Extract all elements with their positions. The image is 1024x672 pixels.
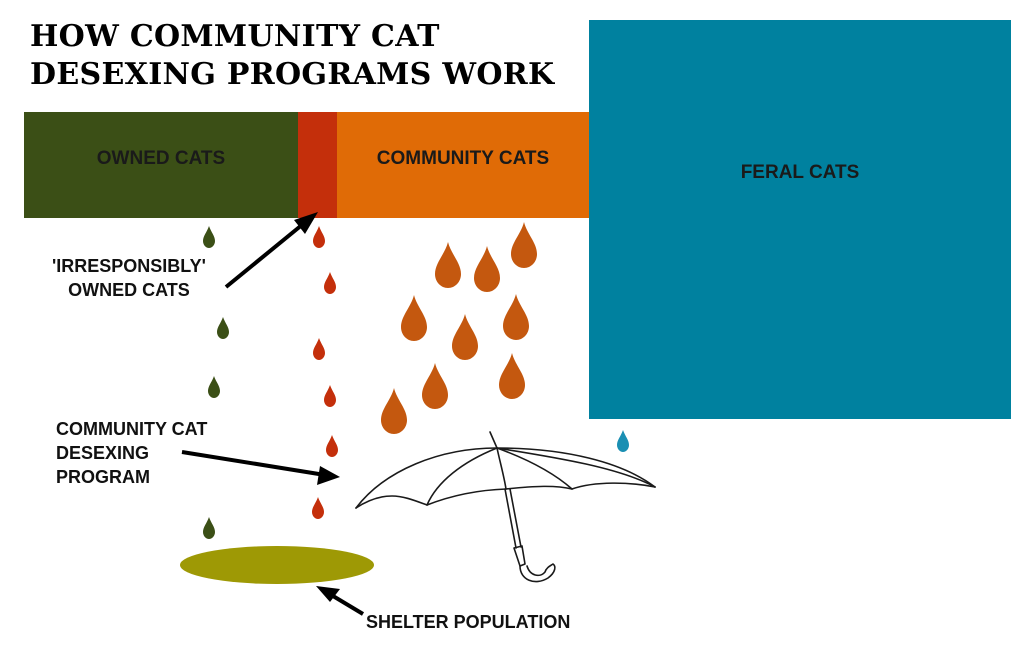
irresponsibly-owned-arrowhead (294, 212, 318, 234)
title-line-2: DESEXING PROGRAMS WORK (30, 57, 555, 92)
community-cat-drop (452, 314, 478, 360)
owned-cat-drop (208, 376, 220, 398)
irresponsibly-owned-label-line-2: OWNED CATS (68, 280, 190, 300)
feral-cats-label: FERAL CATS (740, 161, 860, 183)
irresponsibly-owned-cats-label: 'IRRESPONSIBLY' OWNED CATS (52, 254, 206, 302)
community-cat-drop (381, 388, 407, 434)
irresponsibly-owned-cat-drop (312, 497, 324, 519)
program-label-line-1: COMMUNITY CAT (56, 419, 208, 439)
owned-cat-drop (203, 517, 215, 539)
program-arrow (181, 450, 326, 477)
feral-cat-drops (617, 430, 629, 452)
irresponsibly-owned-label-line-1: 'IRRESPONSIBLY' (52, 256, 206, 276)
owned-cats-block: OWNED CATS (24, 112, 298, 218)
community-cat-drop (435, 242, 461, 288)
feral-cats-block: FERAL CATS (589, 20, 1011, 419)
shelter-arrowhead (316, 586, 340, 602)
program-label-line-3: PROGRAM (56, 467, 150, 487)
irresponsibly-owned-cat-drop (313, 338, 325, 360)
irresponsibly-owned-cat-drop (324, 385, 336, 407)
community-cat-drop (422, 363, 448, 409)
owned-cats-label: OWNED CATS (96, 148, 226, 169)
shelter-population-puddle (180, 546, 374, 584)
owned-cat-drop (217, 317, 229, 339)
page-title: HOW COMMUNITY CAT DESEXING PROGRAMS WORK (30, 18, 554, 94)
feral-cat-drop (617, 430, 629, 452)
irresponsibly-owned-cat-drop (326, 435, 338, 457)
irresponsibly-owned-cats-block (298, 112, 337, 218)
owned-cat-drops (203, 226, 229, 539)
title-line-1: HOW COMMUNITY CAT (30, 19, 440, 54)
irresponsibly-owned-cat-drop (313, 226, 325, 248)
program-arrowhead (317, 466, 340, 485)
community-cat-drop (511, 222, 537, 268)
owned-cat-drop (203, 226, 215, 248)
shelter-population-label: SHELTER POPULATION (366, 612, 571, 632)
irresponsibly-owned-arrow (224, 218, 310, 289)
community-cat-drop (474, 246, 500, 292)
umbrella-icon (355, 431, 656, 583)
program-label-line-2: DESEXING (56, 443, 150, 463)
desexing-program-label: COMMUNITY CAT DESEXING PROGRAM (56, 417, 207, 489)
community-cat-drops (381, 222, 537, 434)
community-cat-drop (503, 294, 529, 340)
annotation-arrows (181, 212, 365, 616)
community-cat-drop (499, 353, 525, 399)
irresponsibly-owned-cat-drop (324, 272, 336, 294)
community-cats-block: COMMUNITY CATS (337, 112, 589, 218)
community-cat-drop (401, 295, 427, 341)
community-cats-label: COMMUNITY CATS (376, 148, 550, 169)
